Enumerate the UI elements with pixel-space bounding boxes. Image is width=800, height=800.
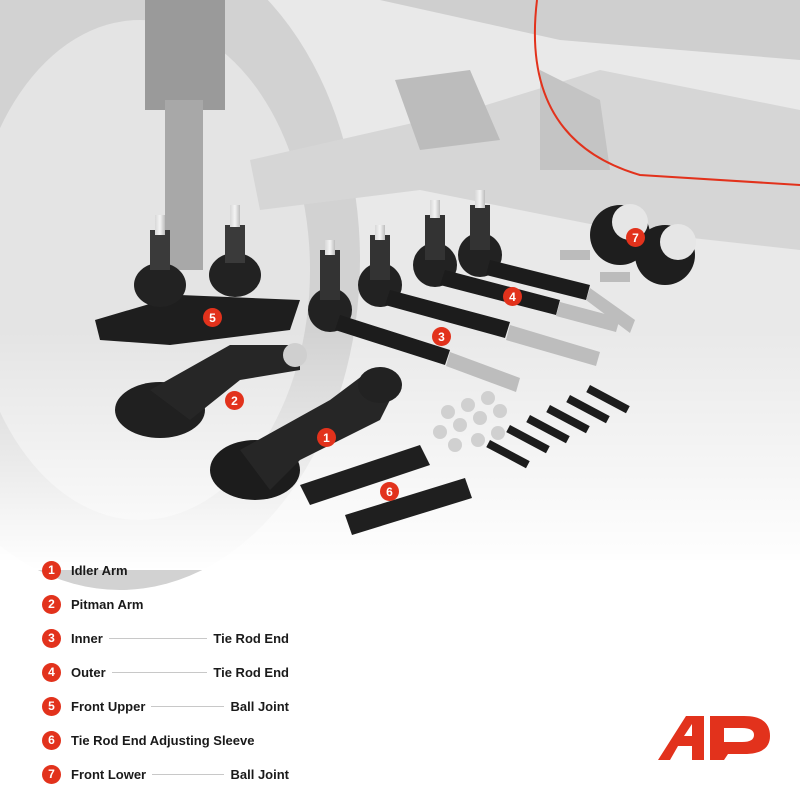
parts-legend: 1 Idler Arm 2 Pitman Arm 3 Inner Tie Rod… — [42, 553, 342, 791]
frame-rail — [250, 70, 800, 250]
legend-leader-line — [152, 773, 225, 775]
legend-label-type: Ball Joint — [230, 698, 289, 714]
legend-label-type: Tie Rod End — [213, 664, 289, 680]
tag-1: 1 — [317, 428, 336, 447]
legend-label: Pitman Arm — [71, 596, 144, 612]
legend-number: 3 — [42, 628, 61, 648]
legend-number: 5 — [42, 696, 61, 716]
legend-row-5: 5 Front Upper Ball Joint — [42, 689, 342, 723]
legend-label: Tie Rod End Adjusting Sleeve — [71, 732, 255, 748]
legend-label-type: Tie Rod End — [213, 630, 289, 646]
legend-leader-line — [151, 705, 225, 707]
legend-number: 1 — [42, 560, 61, 580]
tag-4: 4 — [503, 287, 522, 306]
tag-6: 6 — [380, 482, 399, 501]
legend-row-4: 4 Outer Tie Rod End — [42, 655, 342, 689]
legend-row-2: 2 Pitman Arm — [42, 587, 342, 621]
hardware-nuts — [433, 391, 507, 452]
adjusting-sleeves — [300, 445, 472, 535]
legend-label: Idler Arm — [71, 562, 128, 578]
legend-leader-line — [108, 637, 208, 639]
shock-boot — [145, 0, 225, 110]
legend-row-7: 7 Front Lower Ball Joint — [42, 757, 342, 791]
shock-shaft — [165, 100, 203, 270]
legend-number: 2 — [42, 594, 61, 614]
legend-row-1: 1 Idler Arm — [42, 553, 342, 587]
tie-rod-ends — [308, 190, 635, 392]
legend-number: 6 — [42, 730, 61, 750]
upper-ball-joints — [95, 205, 300, 345]
tag-3: 3 — [432, 327, 451, 346]
legend-row-6: 6 Tie Rod End Adjusting Sleeve — [42, 723, 342, 757]
legend-label-part: Front Upper — [71, 698, 146, 714]
legend-leader-line — [111, 671, 208, 673]
lower-ball-joints — [560, 204, 696, 285]
brand-logo-icon — [658, 716, 770, 760]
legend-number: 7 — [42, 764, 61, 784]
hardware-bolts — [486, 384, 630, 469]
legend-row-3: 3 Inner Tie Rod End — [42, 621, 342, 655]
pitman-arm — [115, 343, 307, 438]
tag-7: 7 — [626, 228, 645, 247]
legend-label-part: Inner — [71, 630, 103, 646]
accent-curve — [533, 0, 800, 186]
legend-label-part: Outer — [71, 664, 106, 680]
legend-number: 4 — [42, 662, 61, 682]
legend-label-part: Front Lower — [71, 766, 147, 782]
tag-2: 2 — [225, 391, 244, 410]
legend-label-type: Ball Joint — [230, 766, 289, 782]
tag-5: 5 — [203, 308, 222, 327]
